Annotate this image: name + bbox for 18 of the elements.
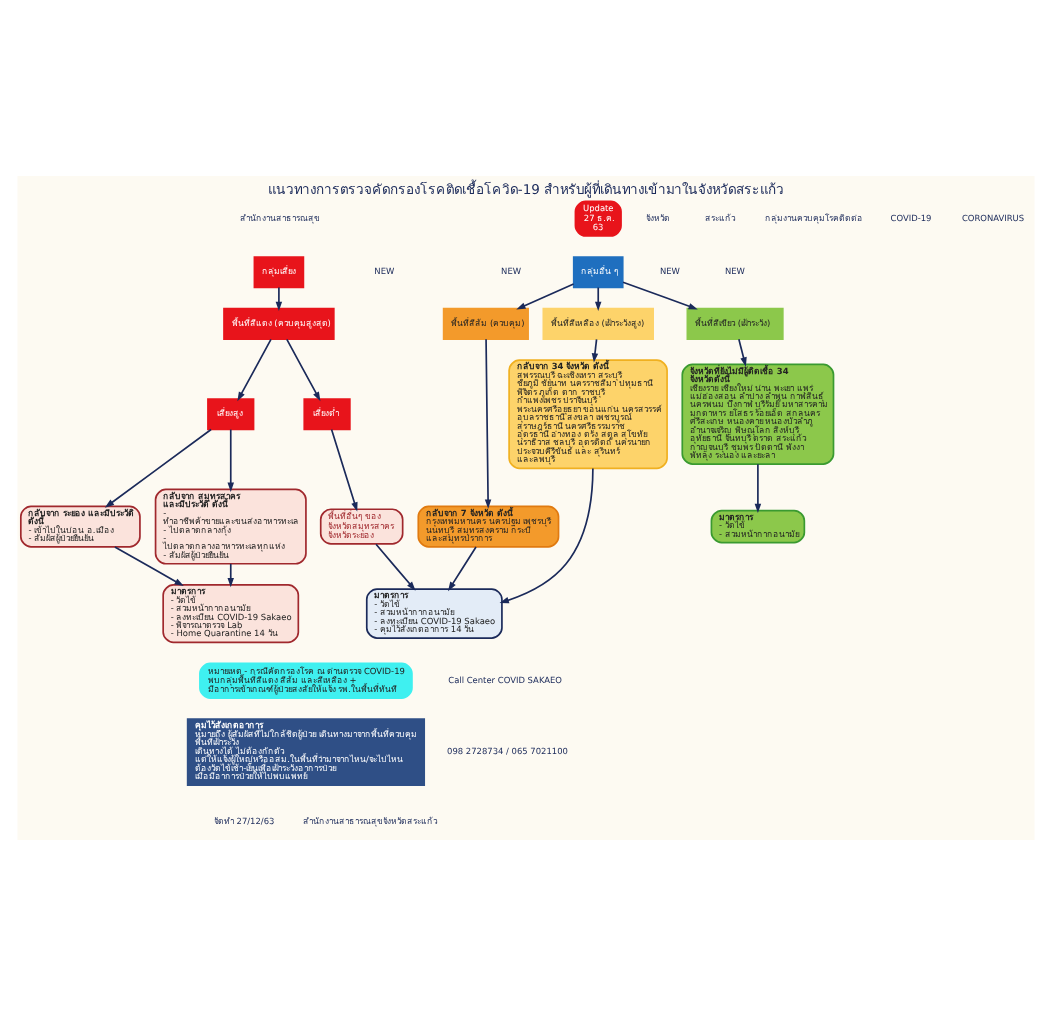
- arrow: [237, 338, 272, 402]
- arrow: [275, 286, 283, 311]
- arrow: [738, 338, 747, 367]
- arrow: [286, 338, 321, 402]
- arrow: [330, 428, 358, 512]
- arrow: [114, 546, 184, 587]
- arrow: [448, 546, 477, 592]
- arrow: [622, 281, 698, 310]
- arrow: [484, 338, 492, 509]
- arrow: [227, 563, 234, 588]
- arrow: [375, 543, 416, 591]
- arrow: [104, 428, 212, 508]
- arrow: [594, 286, 602, 311]
- arrow: [227, 428, 234, 492]
- arrow: [516, 283, 575, 310]
- arrow: [499, 467, 594, 604]
- arrow: [591, 338, 599, 363]
- arrow: [754, 463, 762, 514]
